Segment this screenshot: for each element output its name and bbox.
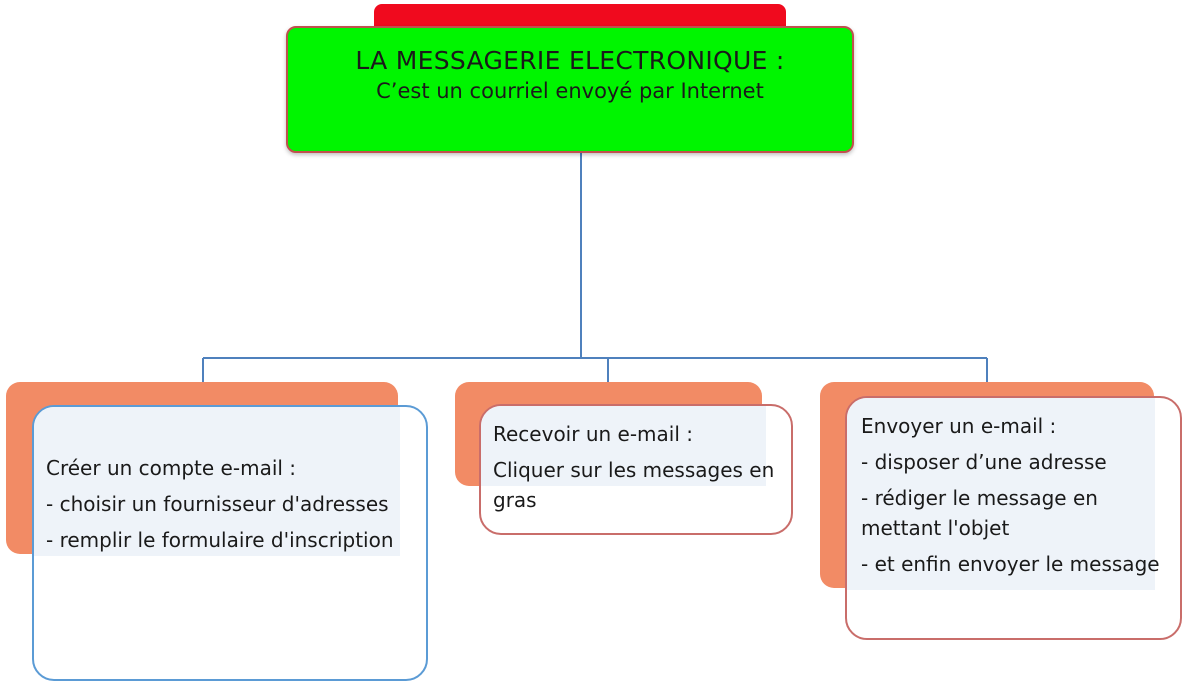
- card-item: - et enfin envoyer le message: [861, 552, 1160, 576]
- card-heading: Envoyer un e-mail :: [861, 414, 1057, 438]
- card-send-email: Envoyer un e-mail : - disposer d’une adr…: [845, 396, 1182, 640]
- card-receive-email: Recevoir un e-mail : Cliquer sur les mes…: [479, 404, 793, 535]
- title-node: LA MESSAGERIE ELECTRONIQUE : C’est un co…: [286, 26, 854, 153]
- card-create-account: Créer un compte e-mail : - choisir un fo…: [32, 405, 428, 681]
- card-item: Cliquer sur les messages en gras: [493, 458, 775, 512]
- title-line-2: C’est un courriel envoyé par Internet: [376, 79, 764, 103]
- card-item: - choisir un fournisseur d'adresses: [46, 492, 389, 516]
- card-item: - disposer d’une adresse: [861, 450, 1107, 474]
- card-heading: Créer un compte e-mail :: [46, 456, 297, 480]
- card-item: - remplir le formulaire d'inscription: [46, 528, 394, 552]
- card-tint: [481, 406, 766, 486]
- title-line-1: LA MESSAGERIE ELECTRONIQUE :: [355, 46, 785, 75]
- card-heading: Recevoir un e-mail :: [493, 422, 693, 446]
- card-tint: [34, 407, 400, 556]
- card-tint: [847, 398, 1155, 590]
- card-item: - rédiger le message en mettant l'objet: [861, 486, 1098, 540]
